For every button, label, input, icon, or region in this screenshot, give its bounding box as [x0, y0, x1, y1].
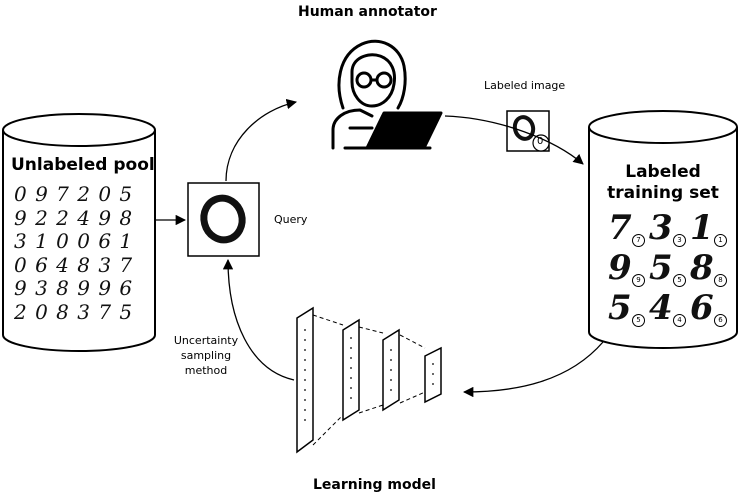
- uncertainty-line2: sampling: [180, 349, 232, 362]
- labeled-training-set-cylinder: [588, 110, 738, 349]
- learning-model-network: [296, 306, 442, 454]
- labeled-digit: 5: [608, 288, 632, 328]
- unlabeled-digit-row: 9 3 8 9 9 6: [14, 276, 134, 300]
- labeled-training-set-title: Labeled training set: [591, 162, 735, 204]
- labeled-image: [506, 110, 550, 152]
- unlabeled-digit-row: 0 9 7 2 0 5: [14, 182, 134, 206]
- human-annotator-label: Human annotator: [298, 4, 437, 20]
- labeled-image-label: Labeled image: [484, 79, 566, 92]
- labeled-digit-badge: 5: [632, 314, 645, 327]
- labeled-digit-badge: 1: [714, 234, 727, 247]
- uncertainty-line1: Uncertainty: [173, 334, 239, 347]
- unlabeled-digit-row: 0 6 4 8 3 7: [14, 252, 134, 277]
- query-label: Query: [274, 213, 308, 226]
- flow-arrows: [155, 98, 604, 398]
- unlabeled-digit-row: 2 0 8 3 7 5: [14, 299, 134, 324]
- labeled-digit-badge: 6: [714, 314, 727, 327]
- labeled-digit: 6: [690, 288, 714, 328]
- arrow-labeled-set-to-model: [462, 341, 604, 398]
- human-annotator-icon: [331, 39, 443, 150]
- labeled-digit: 3: [649, 208, 673, 248]
- labeled-digit-badge: 4: [673, 314, 686, 327]
- arrow-query-to-annotator: [225, 98, 298, 182]
- unlabeled-pool-title: Unlabeled pool: [11, 155, 155, 175]
- uncertainty-sampling-label: Uncertainty sampling method: [166, 333, 246, 378]
- labeled-digit: 9: [608, 248, 632, 288]
- unlabeled-digit-row: 9 2 2 4 9 8: [14, 205, 134, 230]
- labeled-digit: 1: [690, 208, 714, 248]
- labeled-training-set-title-line1: Labeled: [625, 162, 701, 182]
- labeled-digit: 4: [649, 288, 673, 328]
- labeled-digit-badge: 7: [632, 234, 645, 247]
- labeled-image-badge: [532, 134, 550, 152]
- labeled-digit-badge: 8: [714, 274, 727, 287]
- labeled-digit: 8: [690, 248, 714, 288]
- labeled-digit: 5: [649, 248, 673, 288]
- unlabeled-digits-grid: 0 9 7 2 0 5 9 2 2 4 9 8 3 1 0 0 6 1 0 6 …: [14, 182, 134, 324]
- labeled-digit-badge: 5: [673, 274, 686, 287]
- learning-model-label: Learning model: [313, 477, 436, 493]
- labeled-training-set-title-line2: training set: [607, 183, 719, 203]
- arrow-model-to-query: [222, 258, 295, 381]
- arrow-annotator-to-labeled-set: [444, 115, 584, 165]
- labeled-digit-badge: 9: [632, 274, 645, 287]
- unlabeled-pool-cylinder: [1, 113, 156, 352]
- query-image: [187, 182, 260, 257]
- unlabeled-digit-row: 3 1 0 0 6 1: [14, 229, 134, 253]
- uncertainty-line3: method: [184, 364, 228, 377]
- labeled-image-badge-text: 0: [537, 136, 544, 147]
- labeled-digit-badge: 3: [673, 234, 686, 247]
- labeled-digit: 7: [608, 208, 632, 248]
